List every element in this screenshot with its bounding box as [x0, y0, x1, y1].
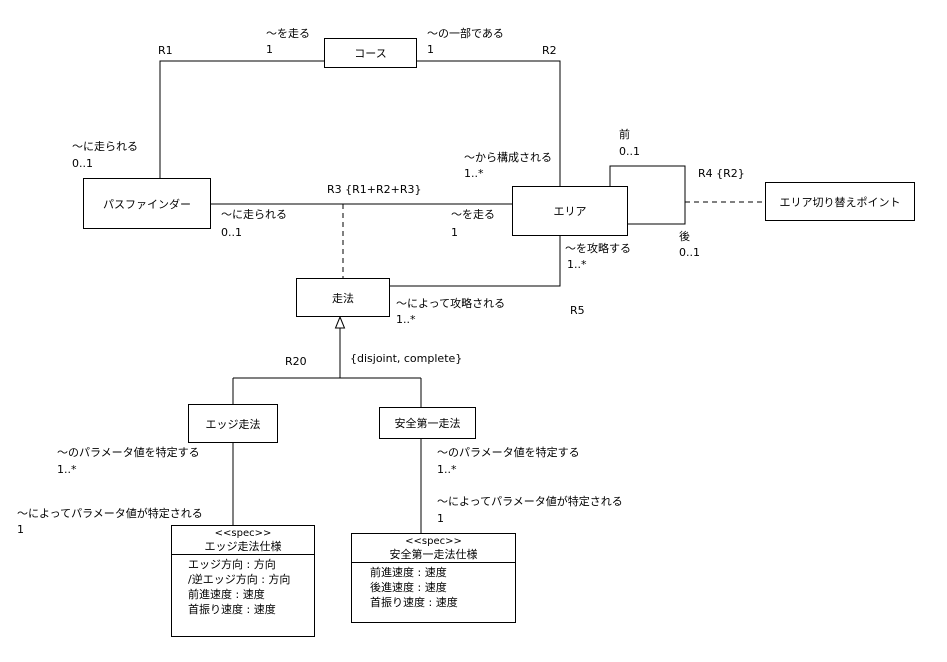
- r2-course-role: 〜の一部である: [427, 27, 504, 40]
- r4-back-mult: 0..1: [679, 246, 700, 259]
- r1-name: R1: [158, 44, 173, 57]
- edge-spec-top-role: 〜のパラメータ値を特定する: [57, 446, 200, 459]
- r4-front-label: 前: [619, 128, 630, 141]
- r2-area-mult: 1..*: [464, 167, 484, 180]
- safety-spec-attribute: 首振り速度 : 速度: [370, 596, 458, 609]
- r4-name: R4 {R2}: [698, 167, 745, 180]
- edge-run-spec-class[interactable]: <<spec>> エッジ走法仕様 エッジ方向 : 方向 /逆エッジ方向 : 方向…: [171, 525, 315, 637]
- r5-run-mult: 1..*: [396, 313, 416, 326]
- edge-spec-attribute: エッジ方向 : 方向: [188, 558, 276, 571]
- safety-spec-attribute: 前進速度 : 速度: [370, 566, 447, 579]
- edge-run-class[interactable]: エッジ走法: [188, 404, 278, 443]
- r1-pf-mult: 0..1: [72, 157, 93, 170]
- r4-back-label: 後: [679, 230, 690, 243]
- safety-spec-stereotype: <<spec>>: [405, 536, 462, 547]
- r1-pf-role: 〜に走られる: [72, 140, 138, 153]
- edge-spec-name: エッジ走法仕様: [204, 540, 282, 553]
- edge-spec-stereotype: <<spec>>: [214, 528, 272, 539]
- r3-area-mult: 1: [451, 226, 458, 239]
- area-class[interactable]: エリア: [512, 186, 628, 236]
- r4-reflexive-loop: [609, 165, 686, 225]
- safety-spec-attribute: 後進速度 : 速度: [370, 581, 447, 594]
- r5-line: [390, 236, 561, 287]
- r20-name: R20: [285, 355, 307, 368]
- safety-spec-bottom-role: 〜によってパラメータ値が特定される: [437, 495, 623, 508]
- r5-name: R5: [570, 304, 585, 317]
- r2-course-mult: 1: [427, 43, 434, 56]
- r5-area-role: 〜を攻略する: [565, 242, 631, 255]
- safety-spec-attributes: 前進速度 : 速度 後進速度 : 速度 首振り速度 : 速度: [352, 563, 515, 610]
- safety-spec-bottom-mult: 1: [437, 512, 444, 525]
- safety-spec-header: <<spec>> 安全第一走法仕様: [352, 534, 515, 563]
- edge-spec-bottom-mult: 1: [17, 523, 24, 536]
- edge-spec-attribute: /逆エッジ方向 : 方向: [188, 573, 291, 586]
- r3-pf-role: 〜に走られる: [221, 208, 287, 221]
- edge-spec-attributes: エッジ方向 : 方向 /逆エッジ方向 : 方向 前進速度 : 速度 首振り速度 …: [172, 555, 314, 617]
- safety-run-class[interactable]: 安全第一走法: [379, 407, 476, 439]
- safety-spec-top-mult: 1..*: [437, 463, 457, 476]
- r1-course-mult: 1: [266, 43, 273, 56]
- r4-front-mult: 0..1: [619, 145, 640, 158]
- r20-constraint: {disjoint, complete}: [350, 352, 463, 365]
- r5-run-role: 〜によって攻略される: [396, 297, 506, 310]
- edge-spec-attribute: 前進速度 : 速度: [188, 588, 265, 601]
- r2-name: R2: [542, 44, 557, 57]
- safety-spec-top-role: 〜のパラメータ値を特定する: [437, 446, 580, 459]
- generalization-arrow: [334, 315, 346, 329]
- r3-name: R3 {R1+R2+R3}: [327, 183, 422, 196]
- safety-spec-name: 安全第一走法仕様: [389, 548, 478, 561]
- run-method-class[interactable]: 走法: [296, 278, 390, 317]
- r1-line: [159, 60, 324, 178]
- r3-pf-mult: 0..1: [221, 226, 242, 239]
- area-switch-point-class[interactable]: エリア切り替えポイント: [765, 182, 915, 221]
- edge-spec-top-mult: 1..*: [57, 463, 77, 476]
- edge-spec-bottom-role: 〜によってパラメータ値が特定される: [17, 507, 203, 520]
- r2-line: [417, 60, 561, 186]
- safety-run-spec-class[interactable]: <<spec>> 安全第一走法仕様 前進速度 : 速度 後進速度 : 速度 首振…: [351, 533, 516, 623]
- edge-spec-header: <<spec>> エッジ走法仕様: [172, 526, 314, 555]
- r5-area-mult: 1..*: [567, 258, 587, 271]
- r1-course-role: 〜を走る: [266, 27, 310, 40]
- edge-spec-attribute: 首振り速度 : 速度: [188, 603, 276, 616]
- r3-area-role: 〜を走る: [451, 208, 495, 221]
- r2-area-role: 〜から構成される: [464, 151, 552, 164]
- course-class[interactable]: コース: [324, 38, 417, 68]
- pathfinder-class[interactable]: パスファインダー: [83, 178, 211, 229]
